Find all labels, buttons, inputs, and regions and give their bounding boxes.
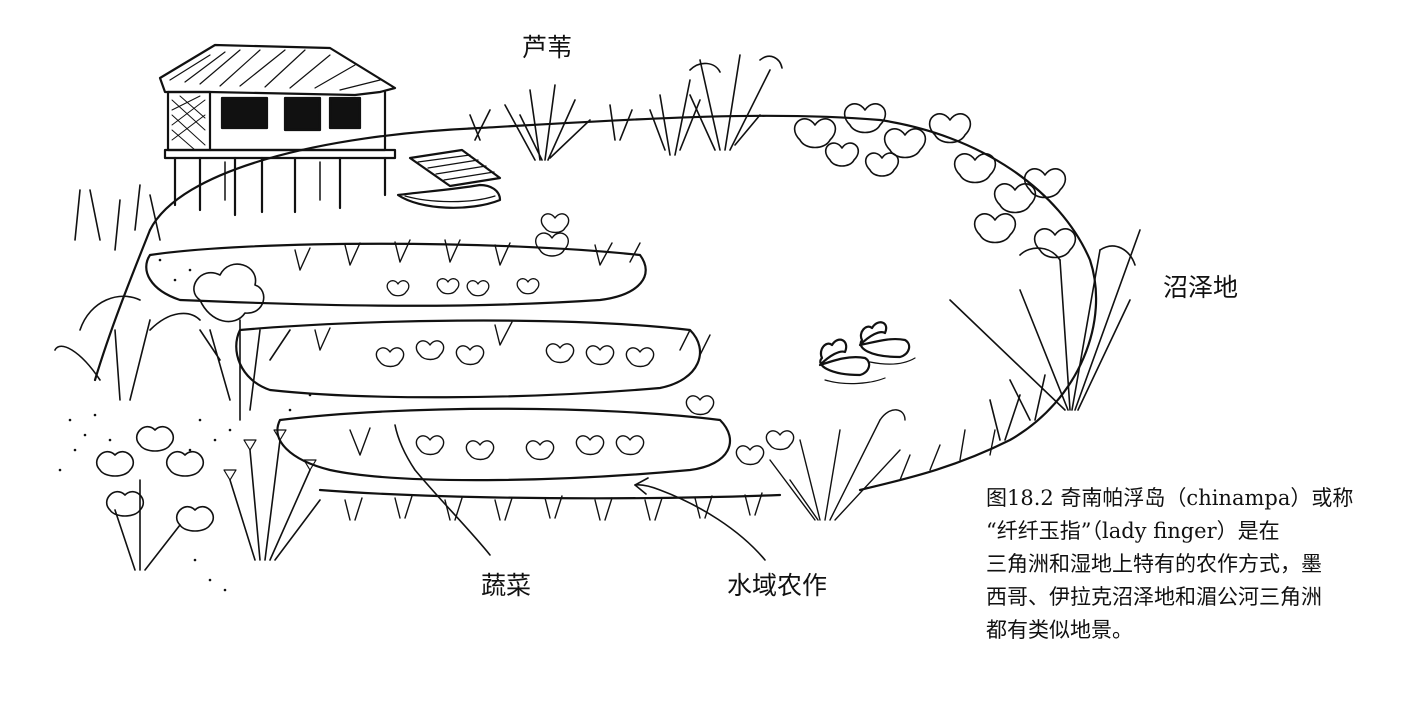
caption-line: 都有类似地景。 (986, 618, 1133, 642)
caption-line: 图18.2 奇南帕浮岛（chinampa）或称 (986, 486, 1354, 510)
soil-stipple (58, 258, 312, 592)
ducks (818, 321, 916, 385)
caption-line: “纤纤玉指”（lady finger）是在 (986, 519, 1280, 543)
label-swamp: 沼泽地 (1163, 273, 1239, 302)
taro-leaves (793, 103, 1077, 259)
dock-and-boat (396, 148, 502, 209)
leader-line-vegetables (394, 424, 491, 556)
stilt-house (158, 43, 397, 217)
figure-caption: 图18.2 奇南帕浮岛（chinampa）或称 “纤纤玉指”（lady fing… (986, 482, 1406, 647)
reeds (469, 54, 783, 161)
caption-line: 西哥、伊拉克沼泽地和湄公河三角洲 (986, 585, 1322, 609)
leader-line-aquatic (634, 483, 766, 561)
label-aquatic-farming: 水域农作 (727, 571, 828, 600)
grass-fringe (344, 409, 996, 521)
caption-line: 三角洲和湿地上特有的农作方式，墨 (986, 552, 1322, 576)
left-plants (54, 184, 321, 571)
wetland-boundary (148, 114, 1098, 492)
tall-grass-right (949, 229, 1141, 441)
house-window (220, 96, 269, 130)
house-window (328, 96, 362, 130)
label-vegetables: 蔬菜 (481, 571, 532, 600)
house-window (283, 96, 322, 132)
label-reed: 芦苇 (522, 33, 573, 62)
garden-rows (145, 213, 795, 500)
